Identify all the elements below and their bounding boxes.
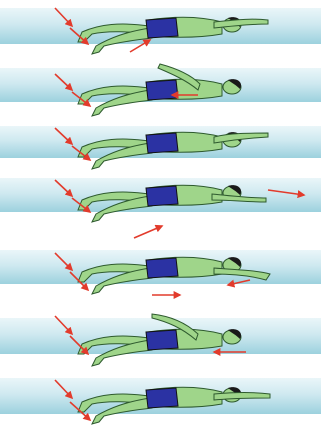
stroke-phase-2: [0, 64, 321, 116]
swimsuit: [146, 388, 178, 408]
stroke-phase-7: [0, 378, 321, 424]
stroke-phase-5: [0, 226, 321, 294]
stroke-phase-6: [0, 295, 321, 366]
swimsuit: [146, 330, 178, 350]
swimsuit: [146, 18, 178, 38]
stroke-phase-4: [0, 178, 321, 222]
stroke-phase-3: [0, 126, 321, 169]
red-arrow-icon: [134, 226, 162, 238]
swimsuit: [146, 186, 178, 206]
swimsuit: [146, 258, 178, 278]
swimsuit: [146, 80, 178, 100]
stroke-phase-1: [0, 8, 321, 54]
swimsuit: [146, 133, 178, 153]
